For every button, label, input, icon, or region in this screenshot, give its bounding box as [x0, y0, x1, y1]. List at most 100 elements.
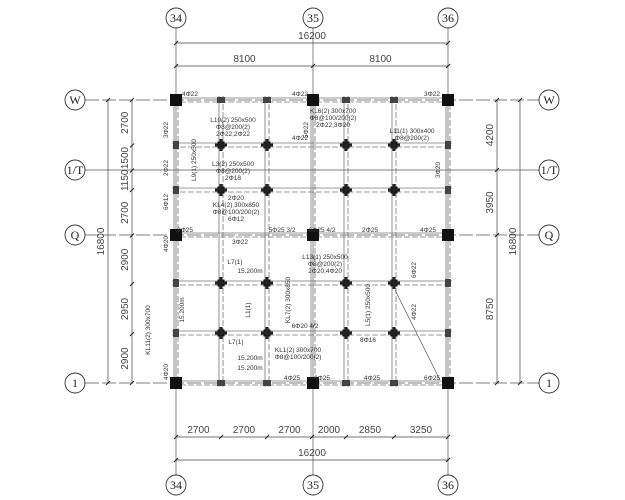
dimension-label: 1150: [120, 169, 131, 191]
column-stirrup: [344, 277, 348, 289]
column-stirrup: [219, 184, 223, 196]
bearing-mark: [342, 97, 350, 103]
dimension-tick: [309, 434, 315, 440]
dimension-tick: [445, 434, 451, 440]
beam-annotation: 4Φ25: [284, 375, 300, 382]
beam-annotation: Φ8@200(2): [216, 168, 250, 175]
beam-annotation: 6Φ20 4/2: [292, 323, 319, 330]
beam-annotation: KL7(2) 300x850: [285, 276, 292, 323]
beam-annotation: 5Φ25 3/2: [269, 227, 296, 234]
column: [442, 377, 454, 389]
beam-annotation: 4Φ25: [364, 375, 380, 382]
beam-annotation: 2Φ20;4Φ20: [308, 268, 342, 275]
bearing-mark: [217, 97, 225, 103]
dimension-tick: [129, 187, 135, 193]
dimension-label: 3950: [485, 191, 496, 214]
beam-annotation: 3Φ20: [435, 162, 442, 178]
dimension-tick: [129, 168, 135, 173]
beam-annotation: KL1(2) 300x700: [275, 347, 322, 354]
dimension-tick: [391, 434, 397, 440]
axis-label: 34: [170, 478, 182, 492]
dimension-tick: [129, 97, 135, 103]
axis-bubble: [64, 89, 86, 111]
column-stirrup: [265, 327, 269, 339]
beam-annotation: 4Φ22: [292, 135, 308, 142]
beam-annotation: Φ8@200(2): [216, 124, 250, 131]
beam-annotation: L7(1): [227, 259, 242, 266]
axis-bubble: [64, 372, 86, 394]
beam-annotation: 6Φ25: [424, 375, 440, 382]
dimension-label: 1500: [120, 146, 131, 169]
dimension-label: 2700: [233, 425, 256, 436]
column-stirrup: [344, 184, 348, 196]
beam-annotation: L13(1) 250x500: [302, 254, 348, 261]
beam-annotation: Φ8@200(2): [308, 261, 342, 268]
beam-annotation: L9(1) 250x500: [191, 139, 198, 181]
beam-annotation: L5(1) 250x500: [365, 284, 372, 326]
columns: [170, 94, 454, 389]
bearing-mark: [217, 380, 225, 386]
axis-label: Q: [545, 228, 554, 242]
dimension-label: 4200: [485, 123, 496, 146]
beam-annotation: 5Φ22: [303, 122, 310, 138]
beam-annotation: Φ8@200(2): [395, 135, 429, 142]
beam-annotation: 4Φ20: [163, 236, 170, 252]
beam-annotation: 15.200m: [237, 268, 262, 275]
bearing-mark: [263, 97, 271, 103]
beam-annotation: 4Φ22: [411, 304, 418, 320]
dimension-tick: [494, 97, 500, 103]
axis-label: W: [69, 93, 81, 107]
beam-annotation: 6Φ12: [228, 216, 244, 223]
column-stirrup: [219, 277, 223, 289]
column-stirrup: [265, 184, 269, 196]
column: [307, 229, 319, 241]
dimension-label: 2700: [278, 425, 301, 436]
dimension-label: 16800: [96, 227, 107, 255]
dimension-label: 8750: [485, 297, 496, 320]
dimension-tick: [445, 40, 451, 46]
axis-bubble: [302, 474, 324, 496]
column-stirrup: [392, 139, 396, 151]
axis-bubble: [437, 7, 459, 29]
axis-bubble: [538, 159, 560, 181]
axis-label: 36: [442, 478, 454, 492]
beam-annotation: L10(2) 250x500: [210, 117, 256, 124]
dimension-label: 2000: [318, 425, 341, 436]
column-stirrup: [344, 139, 348, 151]
beam-annotation: KL4(2) 300x850: [213, 202, 260, 209]
dimension-tick: [343, 434, 349, 440]
axis-bubble: [64, 159, 86, 181]
dimension-tick: [445, 457, 451, 463]
dimension-label: 2700: [120, 111, 131, 134]
dimension-label: 2900: [120, 347, 131, 370]
dimension-tick: [494, 167, 500, 173]
dimension-tick: [173, 40, 179, 46]
column: [442, 229, 454, 241]
dimension-label: 2950: [120, 297, 131, 320]
dimension-label: 2900: [120, 248, 131, 271]
axis-bubble: [64, 224, 86, 246]
column: [307, 94, 319, 106]
axis-bubble: [538, 89, 560, 111]
beam-annotation: 2Φ22;3Φ20: [316, 122, 350, 129]
dimension-label: 16800: [508, 227, 519, 255]
dimension-tick: [129, 143, 135, 148]
dimension-tick: [445, 63, 451, 69]
dimension-tick: [173, 457, 179, 463]
beam-annotation: 2Φ22: [163, 160, 170, 176]
axis-bubble: [165, 7, 187, 29]
axis-bubble: [538, 372, 560, 394]
axis-label: 1/T: [67, 163, 84, 177]
axis-bubble: [437, 474, 459, 496]
axis-label: 36: [442, 11, 454, 25]
bearing-mark: [173, 186, 179, 194]
dimension-tick: [494, 380, 500, 386]
column-stirrup: [265, 277, 269, 289]
dimension-label: 2850: [359, 425, 382, 436]
beam-annotation: L3(2) 250x500: [212, 161, 254, 168]
axis-label: 1: [72, 376, 78, 390]
beam-annotation: L7(1): [228, 339, 243, 346]
